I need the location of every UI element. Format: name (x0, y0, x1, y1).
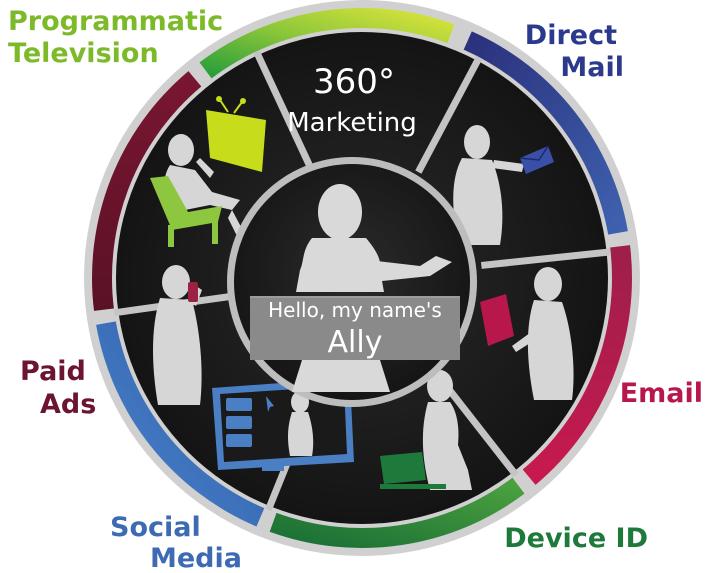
envelope-icon (519, 145, 554, 174)
label-programmatic-television-line-2: Television (8, 38, 159, 69)
ally-silhouette (292, 184, 452, 392)
arc-direct-mail (463, 31, 628, 235)
arc-email (522, 245, 633, 485)
arc-paid-ads (92, 71, 202, 311)
segment-illustrations (150, 96, 574, 490)
label-social-media-line-1: Social (110, 512, 201, 543)
label-programmatic-television-line-1: Programmatic (8, 6, 223, 37)
spoke-1 (415, 55, 483, 174)
label-paid-ads-line-2: Ads (40, 389, 96, 420)
device-id-silhouette (422, 370, 472, 490)
label-direct-mail-line-1: Direct (525, 20, 617, 51)
laptop-icon (380, 452, 446, 489)
spoke-0 (253, 49, 315, 171)
channel-labels: Programmatic Television Direct Mail Emai… (8, 6, 703, 573)
email-silhouette (512, 267, 574, 400)
spoke-2 (480, 248, 611, 269)
armchair-icon (150, 176, 222, 247)
channel-arc-layer (92, 8, 633, 548)
phone-icon (188, 282, 198, 302)
arc-device-id (269, 477, 525, 548)
tablet-icon (480, 294, 514, 346)
label-direct-mail-line-2: Mail (560, 52, 624, 83)
label-paid-ads-line-1: Paid (20, 356, 86, 387)
name-text: Ally (328, 325, 383, 360)
tv-viewer-silhouette (164, 134, 248, 242)
name-banner: Hello, my name's Ally (250, 296, 460, 360)
direct-mail-silhouette (453, 125, 524, 245)
label-email: Email (620, 378, 703, 409)
greeting-text: Hello, my name's (268, 298, 442, 322)
label-device-id: Device ID (504, 523, 648, 554)
label-social-media-line-2: Media (150, 543, 242, 573)
arc-programmatic-television (199, 8, 455, 79)
subtitle-text: Marketing (287, 108, 417, 138)
title-text: 360° (313, 62, 395, 102)
arc-social-media (96, 321, 265, 527)
paid-ads-silhouette (153, 265, 202, 405)
tv-icon (206, 96, 266, 172)
